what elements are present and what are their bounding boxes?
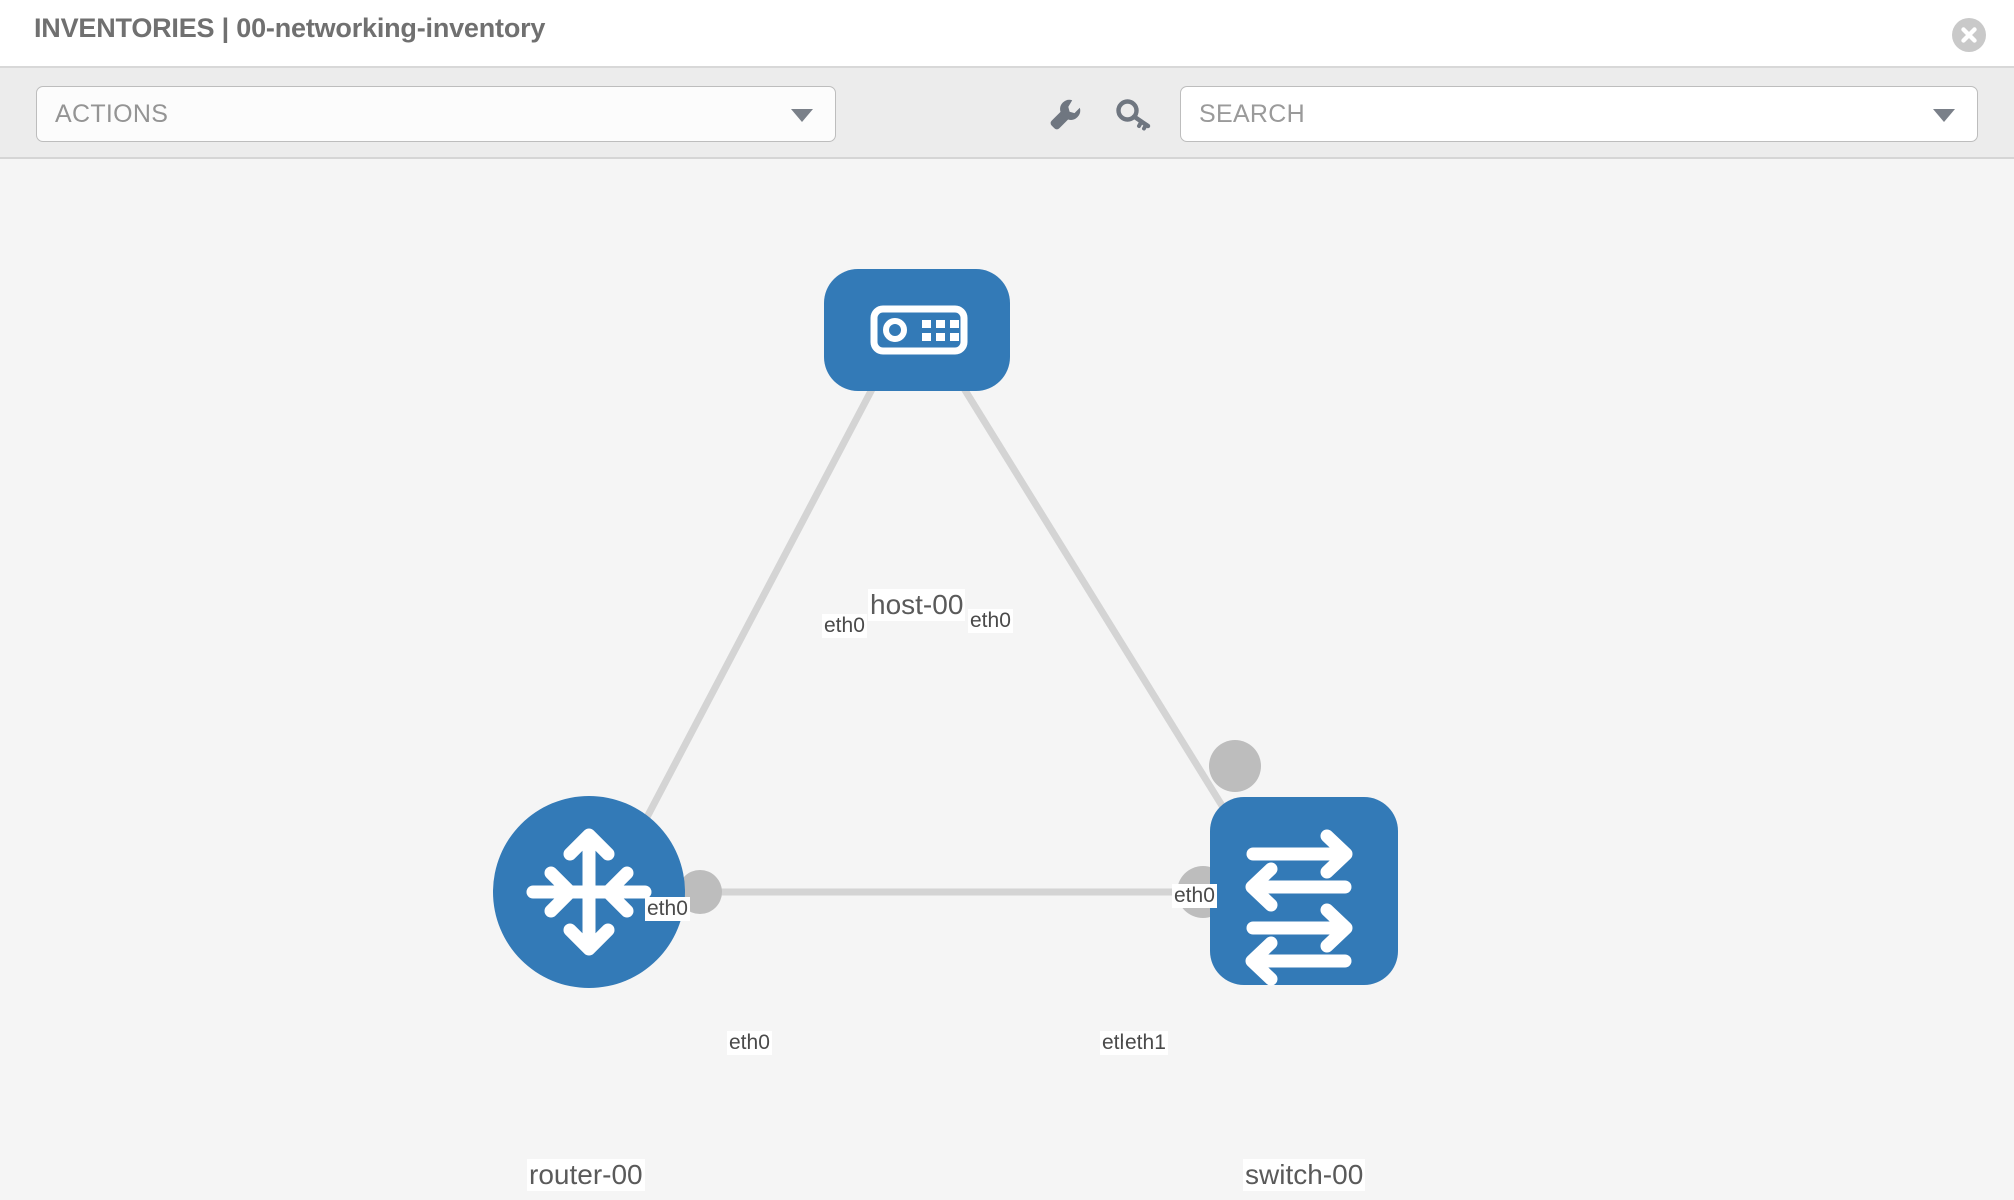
link-host00-switch00[interactable] [952, 372, 1258, 861]
server-icon [870, 305, 968, 355]
node-host-00[interactable] [824, 269, 1010, 391]
actions-dropdown-label: ACTIONS [55, 100, 169, 128]
iface-label-host00-eth0-right: eth0 [968, 609, 1013, 633]
iface-label-router00-eth0: eth0 [727, 1031, 772, 1055]
search-placeholder-label: SEARCH [1199, 100, 1305, 128]
switch-arrows-icon [1245, 829, 1353, 986]
chevron-down-icon [791, 109, 813, 122]
page-title: INVENTORIES | 00-networking-inventory [34, 13, 546, 43]
wrench-icon[interactable] [1046, 96, 1084, 134]
actions-dropdown[interactable]: ACTIONS [36, 86, 836, 142]
iface-label-switch00-uplink-eth0: eth0 [1172, 884, 1217, 908]
chevron-down-icon [1933, 109, 1955, 122]
toolbar: ACTIONS SEARCH [0, 68, 2014, 159]
node-label-router-00: router-00 [527, 1159, 645, 1191]
page-header: INVENTORIES | 00-networking-inventory [0, 0, 2014, 68]
node-label-switch-00: switch-00 [1243, 1159, 1366, 1191]
close-icon[interactable] [1952, 18, 1986, 52]
topology-canvas[interactable]: host-00 router-00 switch-00 eth0 eth0 et… [0, 159, 2014, 1200]
topology-links [621, 372, 1258, 896]
iface-label-switch00-eth1: eth1 [1123, 1031, 1168, 1055]
topology-graph [493, 269, 1398, 988]
key-icon[interactable] [1115, 96, 1153, 134]
node-router-00[interactable] [493, 796, 685, 988]
port-switch00-eth0[interactable] [1209, 740, 1261, 792]
iface-label-host00-eth0-left: eth0 [822, 614, 867, 638]
router-arrows-icon [526, 828, 652, 956]
search-input[interactable]: SEARCH [1180, 86, 1978, 142]
node-switch-00[interactable] [1210, 797, 1398, 986]
iface-label-router00-uplink-eth0: eth0 [645, 897, 690, 921]
node-label-host-00: host-00 [868, 589, 966, 621]
link-host00-router00[interactable] [621, 372, 884, 861]
